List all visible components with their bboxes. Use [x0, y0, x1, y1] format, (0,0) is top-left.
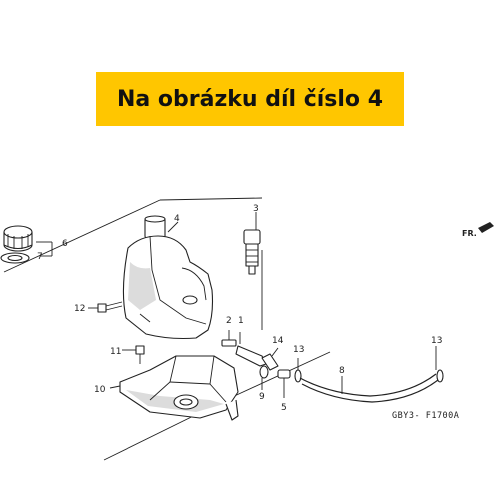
callout-13-a: 13: [293, 345, 304, 355]
callout-2: 2: [226, 316, 232, 326]
leader-lines: [167, 212, 257, 233]
callout-10: 10: [94, 385, 106, 395]
callout-11: 11: [110, 347, 121, 357]
fuel-cock-part-3: [243, 220, 261, 275]
callout-4: 4: [174, 214, 180, 224]
callout-7: 7: [37, 252, 43, 262]
fuel-tank-part-4: [122, 215, 214, 340]
diagram-code: GBY3- F1700A: [392, 411, 459, 421]
bolt-part-12: [88, 301, 123, 313]
callout-12: 12: [74, 304, 85, 314]
highlight-banner: Na obrázku díl číslo 4: [96, 72, 404, 126]
tank-tray-part-10: [109, 355, 239, 421]
clamp-part-9: [259, 365, 269, 390]
fuel-filter-part-14: [261, 347, 279, 371]
callout-3: 3: [253, 204, 259, 214]
fuel-cap-part-6: [3, 225, 33, 252]
clamp-part-13-b: [435, 346, 444, 383]
callout-6: 6: [62, 239, 68, 249]
front-direction-indicator: FR.: [462, 222, 494, 238]
clip-part-2: [221, 330, 237, 347]
callout-1: 1: [238, 316, 244, 326]
callout-labels: 1 2 3 4 5 6 7 8 9 10 11 12 13 13 14: [37, 204, 442, 413]
fr-arrow-icon: [478, 222, 494, 233]
fuel-hose-part-8: [299, 373, 439, 403]
callout-9: 9: [259, 392, 265, 402]
bolt-part-11: [122, 345, 145, 364]
cap-gasket-part-7: [0, 252, 30, 264]
callout-14: 14: [272, 336, 284, 346]
fuel-hose-part-1: [235, 332, 267, 367]
clamp-part-13-a: [294, 358, 302, 383]
joint-part-5: [277, 369, 291, 398]
banner-text: Na obrázku díl číslo 4: [116, 86, 384, 112]
callout-13-b: 13: [431, 336, 442, 346]
fr-label: FR.: [462, 229, 477, 238]
callout-8: 8: [339, 366, 345, 376]
callout-5: 5: [281, 403, 287, 413]
